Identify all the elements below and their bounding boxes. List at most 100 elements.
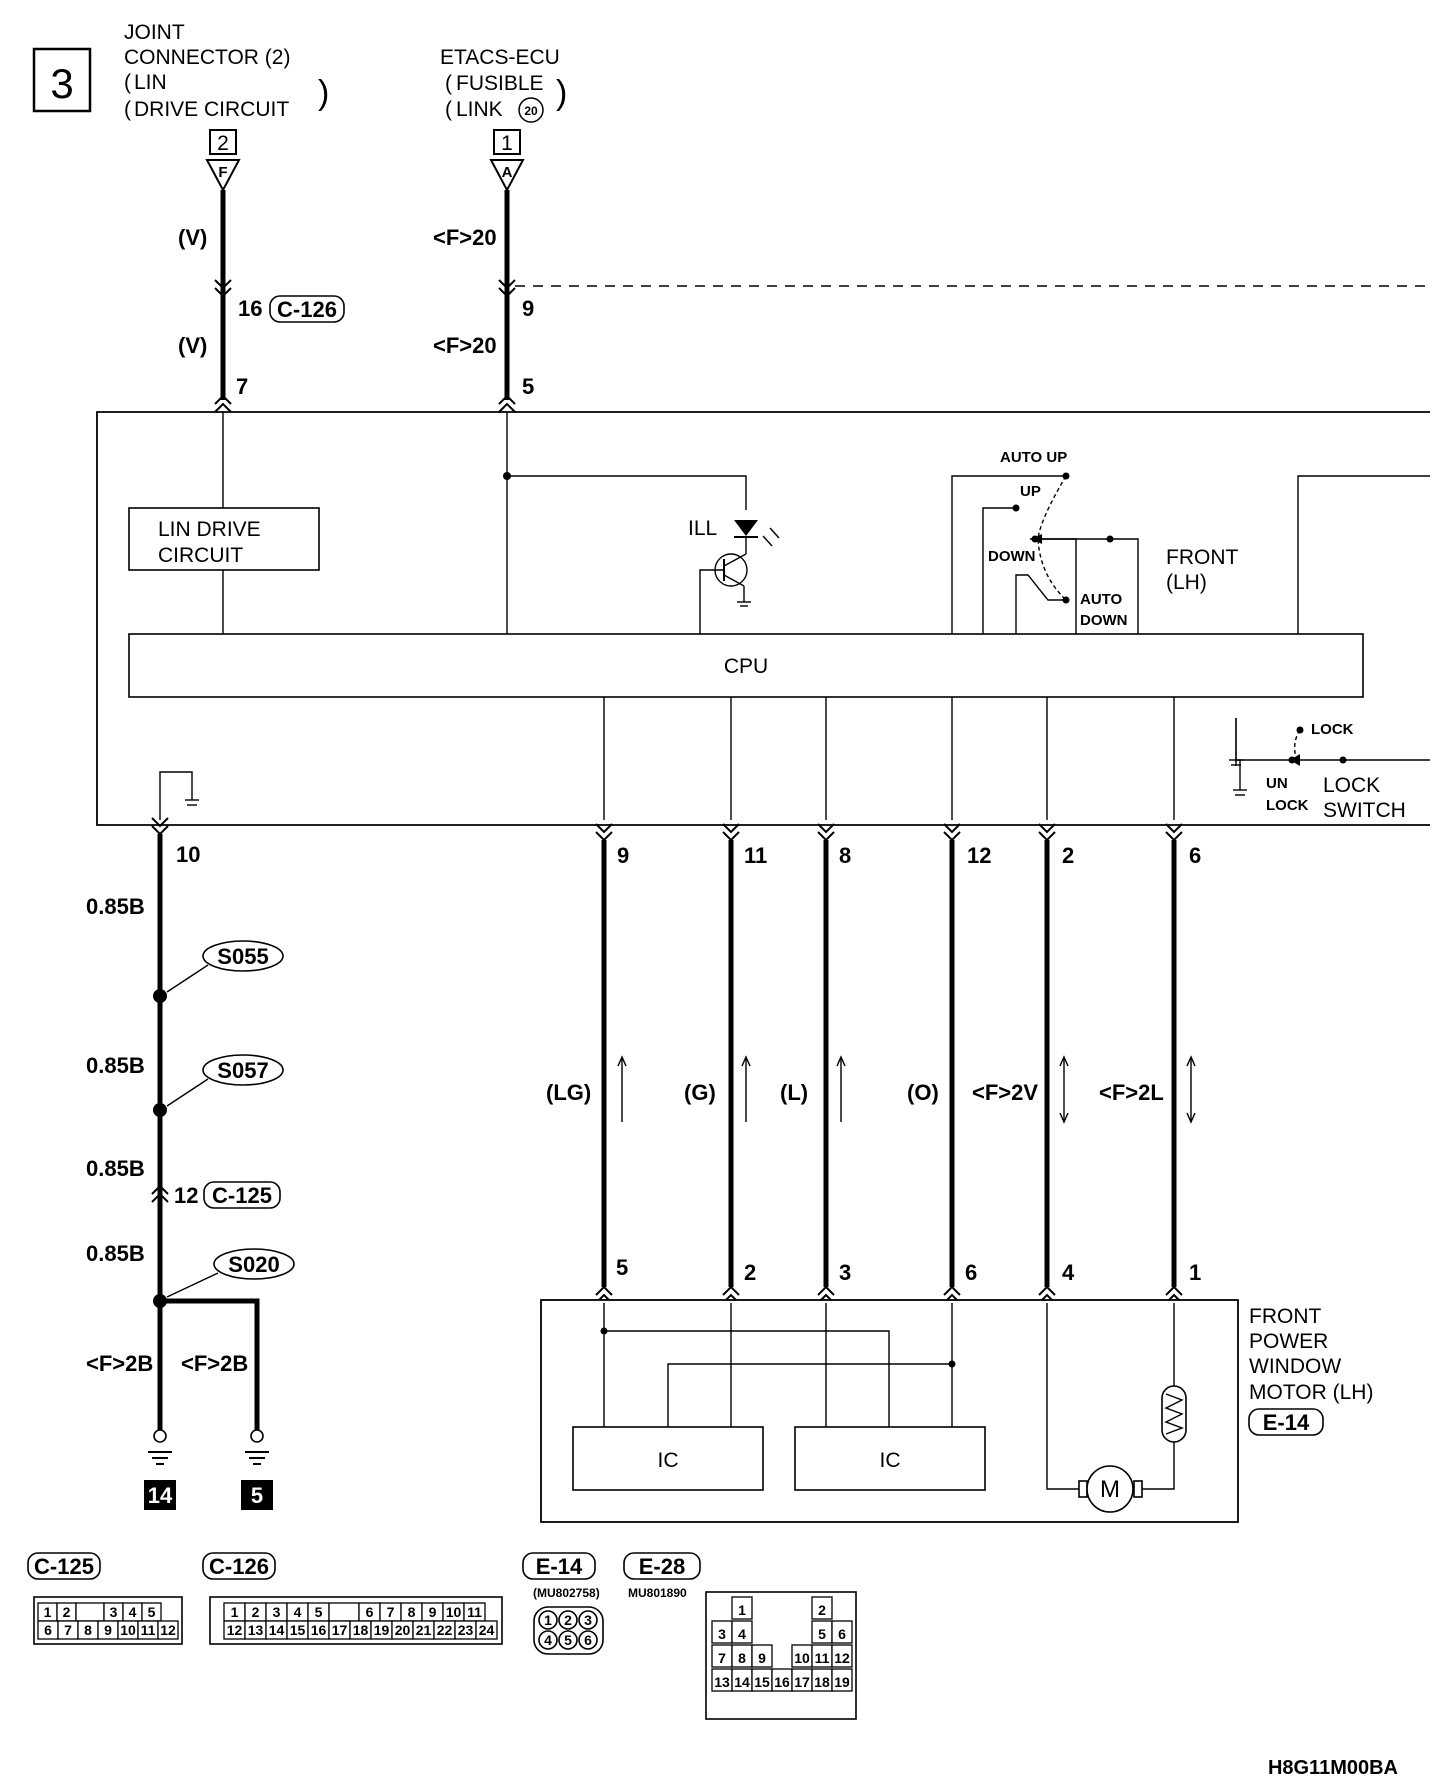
- svg-text:): ): [556, 74, 567, 112]
- svg-text:(: (: [445, 72, 452, 95]
- motor-icon: M: [1078, 1465, 1143, 1513]
- ecu-pin-7: 7: [236, 374, 248, 399]
- wire-color-f20-1: <F>20: [433, 225, 497, 250]
- front-lh-window-switch: [951, 472, 1139, 634]
- svg-text:E-28: E-28: [639, 1554, 685, 1579]
- connector-pin-number: 14: [734, 1674, 750, 1690]
- wire-color-v-1: (V): [178, 225, 207, 250]
- svg-text:A: A: [502, 164, 513, 181]
- svg-text:DOWN: DOWN: [988, 548, 1036, 565]
- ecu-pin-5: 5: [522, 374, 534, 399]
- svg-text:C-125: C-125: [34, 1554, 94, 1579]
- e14-pin: [578, 1630, 598, 1650]
- svg-text:<F>2B: <F>2B: [181, 1351, 248, 1376]
- svg-text:MU801890: MU801890: [628, 1586, 687, 1600]
- svg-text:E-14: E-14: [536, 1554, 583, 1579]
- signal-wire-2: 11 (G) 2: [684, 823, 767, 1304]
- connector-pin-number: 1: [738, 1602, 746, 1618]
- svg-text:FRONT: FRONT: [1166, 546, 1238, 569]
- lin-drive-circuit-box: [128, 507, 320, 571]
- signal-wire-6: 6 <F>2L 1: [1099, 823, 1201, 1304]
- connector-pin-number: 14: [269, 1622, 285, 1638]
- ic-box-2: [794, 1426, 986, 1491]
- svg-text:E-14: E-14: [1263, 1410, 1310, 1435]
- connector-pin-number: 16: [774, 1674, 790, 1690]
- svg-text:LOCK: LOCK: [1323, 774, 1380, 797]
- page-number: 3: [50, 60, 73, 107]
- ground-symbol-right: [245, 1429, 269, 1465]
- connector-pin-number: 5: [315, 1604, 323, 1620]
- svg-text:C-126: C-126: [209, 1554, 269, 1579]
- connector-pin-number: 7: [64, 1622, 72, 1638]
- connector-pin-number: 10: [446, 1604, 462, 1620]
- svg-text:WINDOW: WINDOW: [1249, 1355, 1341, 1378]
- connector-pin-number: 10: [794, 1650, 810, 1666]
- e28-pin: [731, 1596, 753, 1620]
- svg-text:(LG): (LG): [546, 1080, 591, 1105]
- svg-text:1: 1: [501, 132, 513, 155]
- e14-pin: [578, 1610, 598, 1630]
- connector-pin-number: 4: [544, 1632, 552, 1648]
- connector-pin-number: 1: [44, 1604, 52, 1620]
- connector-pin-number: 15: [290, 1622, 306, 1638]
- svg-text:SWITCH: SWITCH: [1323, 799, 1406, 822]
- svg-text:M: M: [1100, 1476, 1120, 1503]
- svg-text:F: F: [218, 164, 227, 181]
- splice-s020: [213, 1248, 295, 1280]
- cpu-box: [128, 633, 1364, 698]
- c126-pin: [475, 1620, 498, 1640]
- connector-pin-number: 12: [834, 1650, 850, 1666]
- connector-pin-number: 5: [564, 1632, 572, 1648]
- svg-text:FUSIBLE: FUSIBLE: [456, 72, 544, 95]
- e28-pin: [731, 1620, 753, 1644]
- svg-text:2: 2: [1062, 843, 1074, 868]
- wire-color-f20-2: <F>20: [433, 333, 497, 358]
- etacs-ecu-label: ETACS-ECU ( FUSIBLE ( LINK 20 ): [440, 46, 567, 123]
- svg-text:<F>2B: <F>2B: [86, 1351, 153, 1376]
- svg-text:(G): (G): [684, 1080, 716, 1105]
- svg-text:1: 1: [1189, 1260, 1201, 1285]
- svg-text:): ): [318, 74, 329, 112]
- svg-text:CONNECTOR (2): CONNECTOR (2): [124, 46, 290, 69]
- svg-text:20: 20: [524, 104, 538, 118]
- e28-pin: [831, 1644, 853, 1668]
- junction-conn-c125: C-125: [212, 1183, 272, 1208]
- svg-text:(: (: [124, 71, 131, 94]
- connector-pin-number: 20: [395, 1622, 411, 1638]
- signal-wire-1: 9 (LG) 5: [546, 823, 629, 1304]
- ground-symbol-left: [148, 1429, 172, 1465]
- connector-pin-number: 19: [374, 1622, 390, 1638]
- c125-pin: [75, 1602, 105, 1622]
- joint-connector-label: JOINT CONNECTOR (2) ( LIN ( DRIVE CIRCUI…: [124, 21, 329, 121]
- connector-pin-number: 8: [738, 1650, 746, 1666]
- connector-pin-number: 22: [437, 1622, 453, 1638]
- junction-pin-16: 16: [238, 296, 262, 321]
- svg-text:IC: IC: [658, 1449, 679, 1472]
- svg-text:3: 3: [839, 1260, 851, 1285]
- connector-pin-number: 7: [387, 1604, 395, 1620]
- signal-wire-5: 2 <F>2V 4: [972, 823, 1075, 1304]
- etacs-terminal: 1 A: [489, 129, 525, 193]
- connector-pin-number: 1: [231, 1604, 239, 1620]
- connector-pin-number: 5: [148, 1604, 156, 1620]
- svg-text:(: (: [445, 98, 452, 121]
- e14-pin: [538, 1610, 558, 1630]
- illumination-led-icon: [734, 520, 780, 554]
- connector-pin-number: 8: [408, 1604, 416, 1620]
- transistor-icon: [699, 553, 751, 634]
- lock-switch: [1229, 718, 1243, 766]
- connector-pin-number: 6: [366, 1604, 374, 1620]
- connector-pin-number: 23: [458, 1622, 474, 1638]
- connector-pin-number: 9: [104, 1622, 112, 1638]
- connector-pin-number: 10: [120, 1622, 136, 1638]
- svg-text:0.85B: 0.85B: [86, 894, 145, 919]
- splice-s057: [202, 1054, 284, 1086]
- svg-text:POWER: POWER: [1249, 1330, 1328, 1353]
- svg-text:5: 5: [616, 1255, 628, 1280]
- connector-pin-number: 3: [273, 1604, 281, 1620]
- svg-text:LIN: LIN: [134, 71, 167, 94]
- svg-text:8: 8: [839, 843, 851, 868]
- connector-pin-number: 15: [754, 1674, 770, 1690]
